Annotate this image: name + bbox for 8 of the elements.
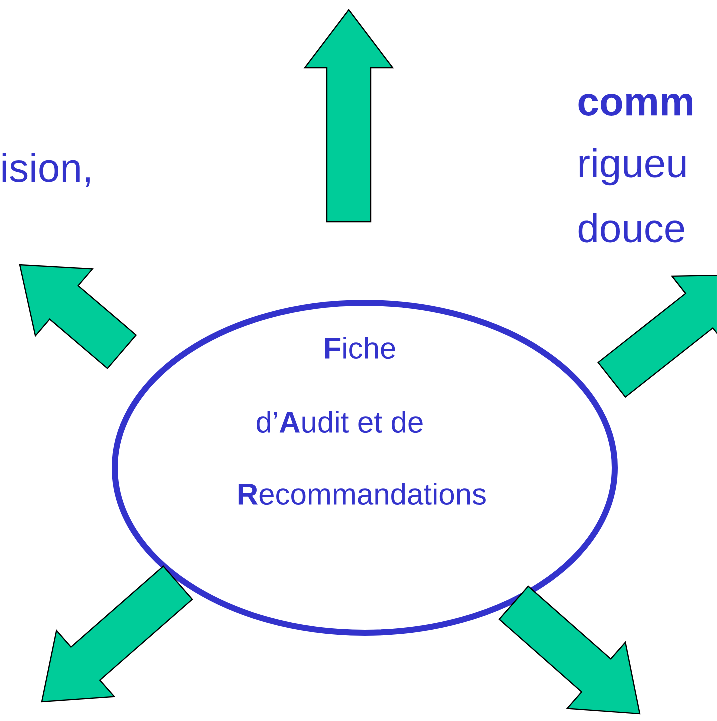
label-text: rigueu — [580, 148, 686, 186]
label-text: douce — [578, 213, 684, 243]
label-text: ision, — [2, 152, 90, 188]
node-text: Recommandations — [238, 483, 486, 506]
label-text: comm — [578, 94, 692, 116]
audit-ellipse — [112, 300, 618, 636]
node-text: Fiche — [325, 337, 396, 360]
node-text: d’Audit et de — [257, 411, 423, 434]
